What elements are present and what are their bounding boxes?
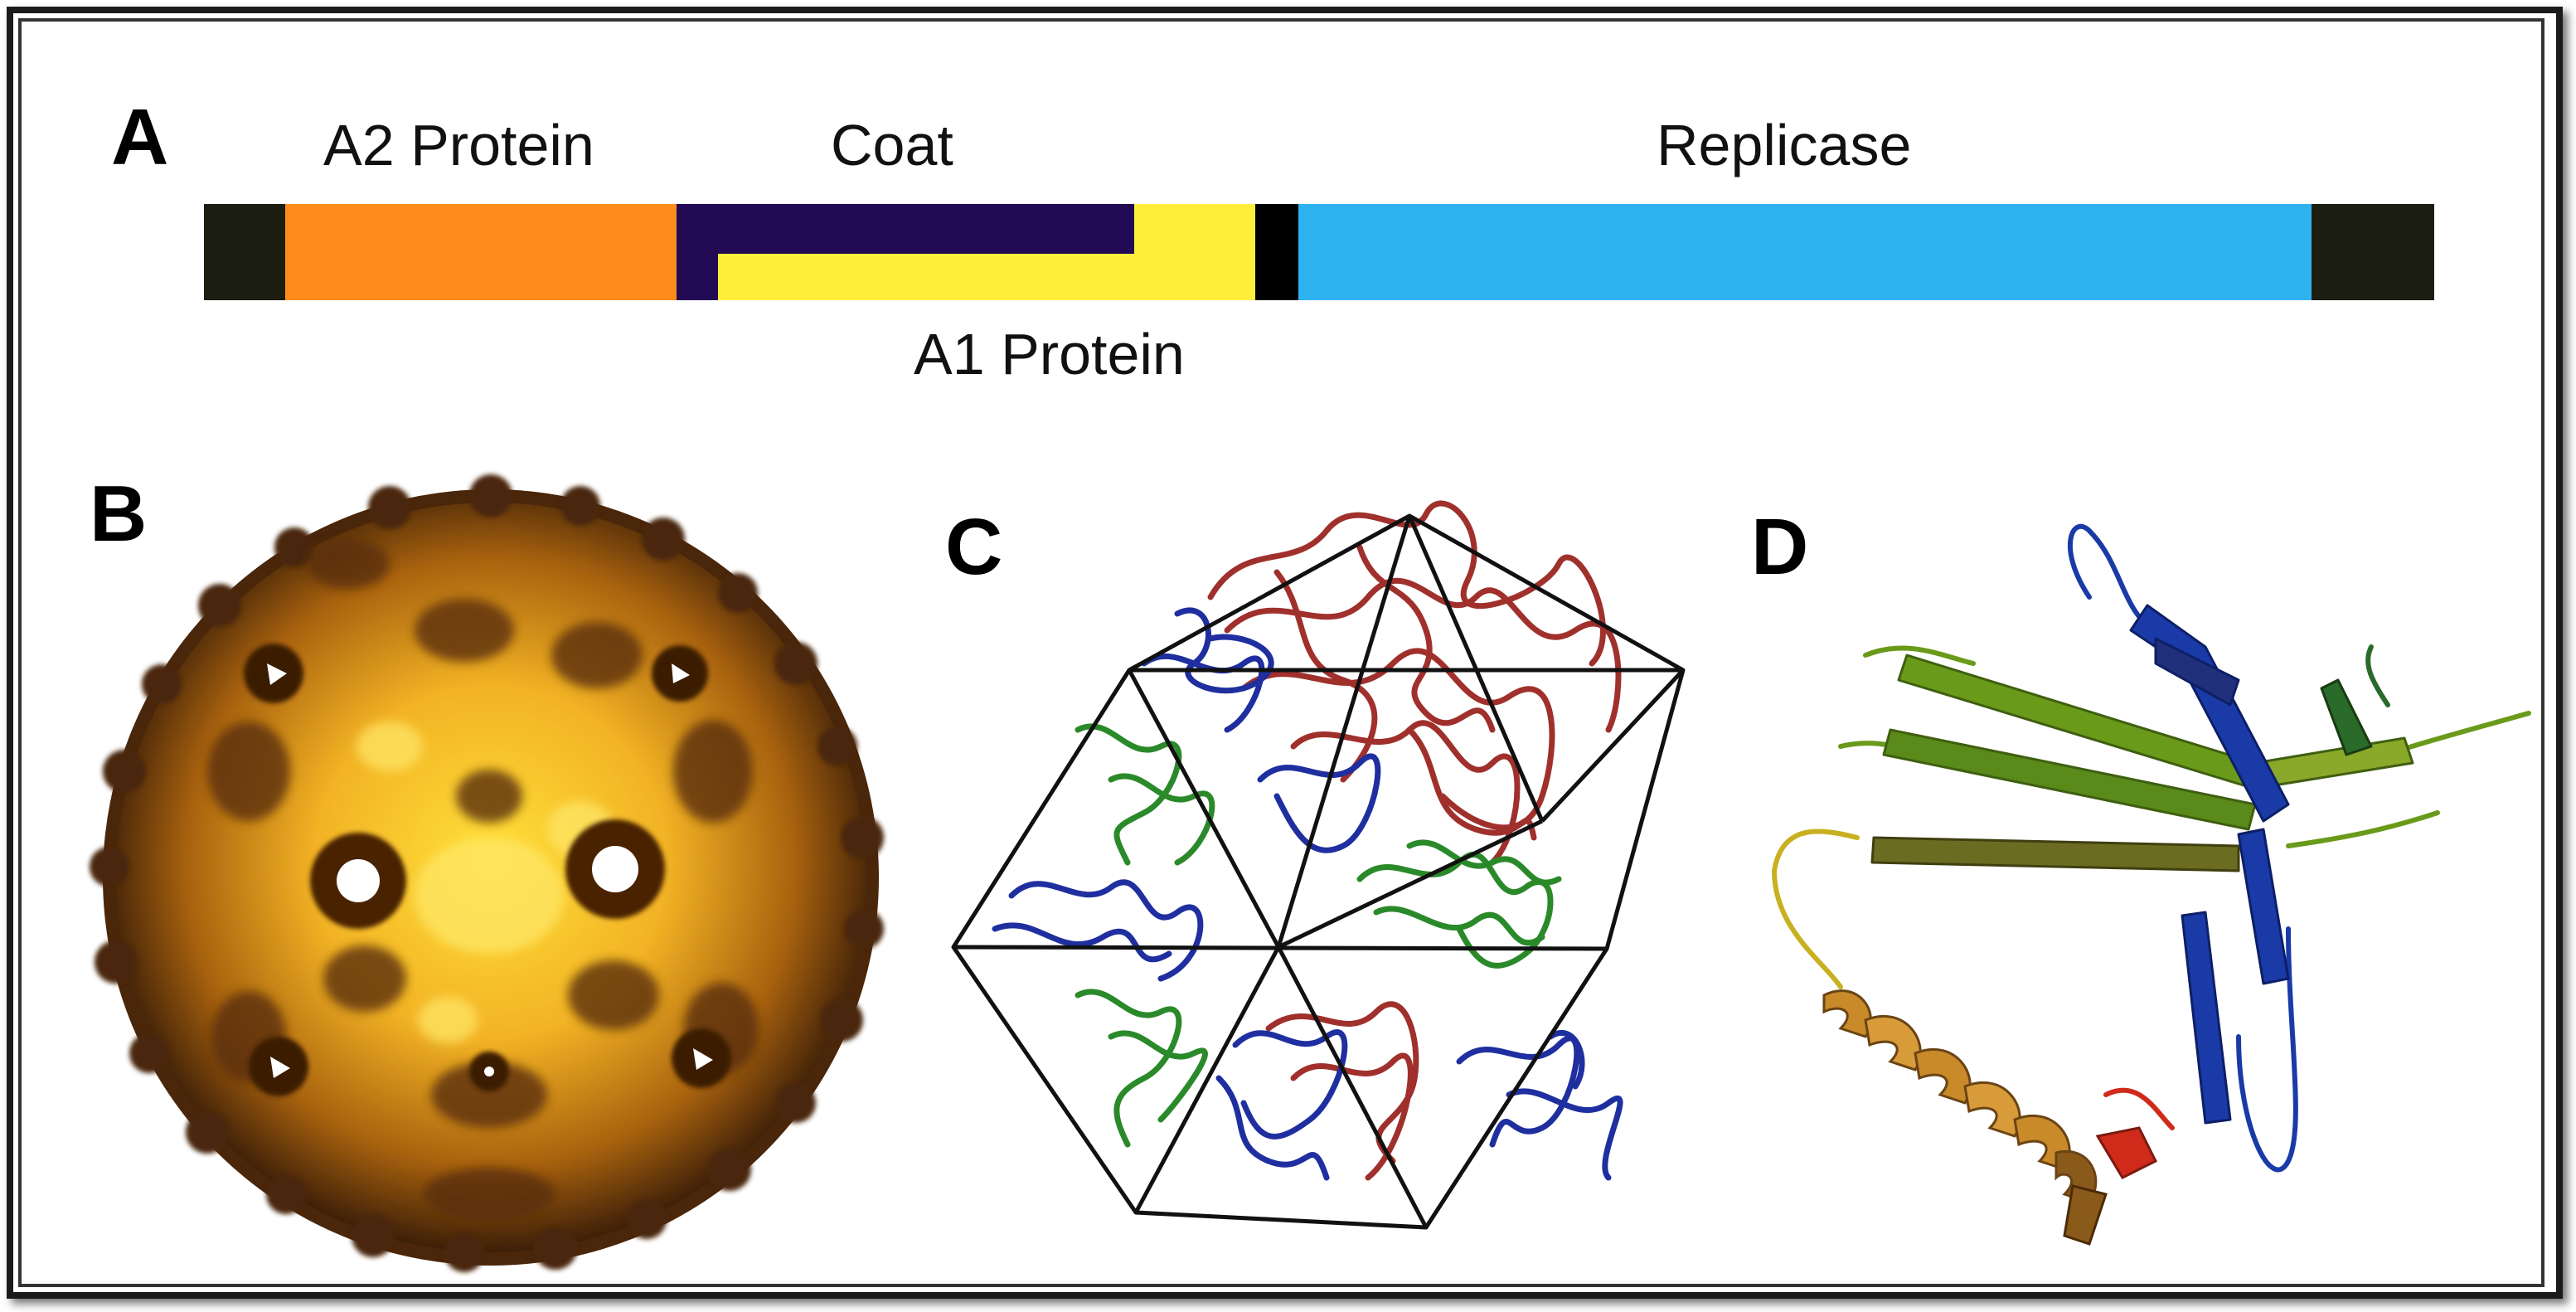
panel-label-b: B (90, 469, 148, 558)
coat-segment (677, 204, 1134, 300)
gene-label-coat: Coat (831, 113, 953, 177)
panel-label-c: C (945, 503, 1003, 591)
lattice-strands (992, 500, 1623, 1181)
figure-frame (7, 7, 2563, 1299)
intergenic-spacer (1255, 204, 1298, 300)
panel-label-d: D (1751, 503, 1809, 591)
ribbon-beta-strands (1870, 604, 2414, 1125)
utr-left-segment (204, 204, 285, 300)
utr-right-segment (2312, 204, 2434, 300)
ribbon-red-segment (2063, 1126, 2158, 1246)
capsid-pores (244, 644, 731, 1096)
lattice-outline (951, 513, 1686, 1230)
gene-label-a2-protein: A2 Protein (323, 113, 594, 177)
panel-label-a: A (111, 93, 169, 182)
gene-label-a1-protein: A1 Protein (914, 322, 1185, 386)
gene-label-replicase: Replicase (1657, 113, 1912, 177)
replicase-segment (1298, 204, 2312, 300)
a2-protein-segment (285, 204, 677, 300)
ribbon-alpha-helix (1822, 989, 2098, 1204)
capsid-sphere (90, 474, 884, 1272)
